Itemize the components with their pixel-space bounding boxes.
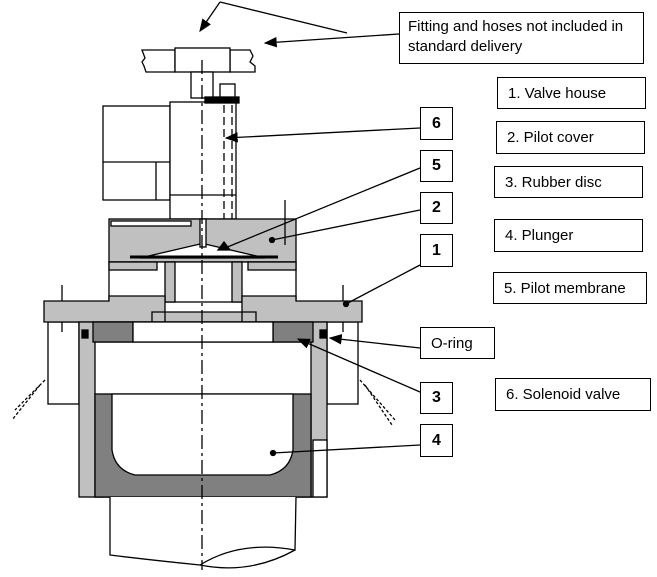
legend-solenoid-valve: 6. Solenoid valve (495, 378, 651, 411)
legend-valve-house: 1. Valve house (497, 77, 646, 109)
legend-pilot-membrane: 5. Pilot membrane (493, 272, 647, 304)
solenoid-valve (102, 96, 240, 220)
fitting-arrows (199, 1, 400, 48)
callout-4: 4 (420, 424, 453, 457)
legend-plunger: 4. Plunger (494, 219, 643, 252)
plunger (94, 393, 312, 498)
t-fitting (141, 47, 256, 99)
callout-2: 2 (420, 192, 453, 224)
legend-pilot-cover: 2. Pilot cover (496, 121, 645, 154)
legend-rubber-disc: 3. Rubber disc (494, 166, 643, 198)
callout-5: 5 (420, 150, 453, 182)
callout-o-ring: O-ring (420, 327, 495, 359)
fitting-note: Fitting and hoses not included in standa… (399, 12, 644, 64)
callout-6: 6 (420, 107, 453, 140)
rubber-disc (92, 321, 314, 343)
callout-1: 1 (420, 234, 453, 267)
leader-lines (224, 127, 421, 457)
callout-3: 3 (420, 382, 453, 414)
pipe (109, 496, 297, 569)
